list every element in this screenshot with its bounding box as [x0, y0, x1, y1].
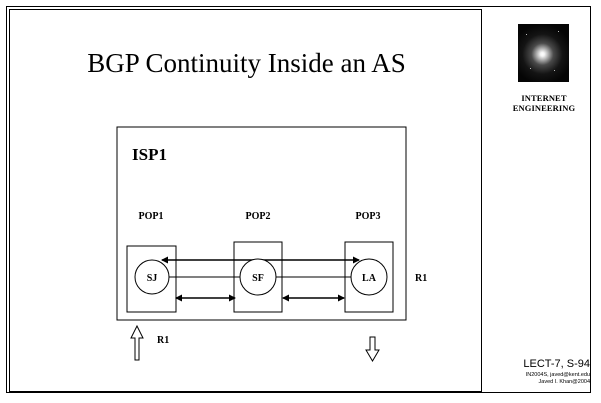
course-caption: INTERNET ENGINEERING — [497, 93, 591, 113]
slide-frame — [6, 6, 591, 393]
r1-right-label: R1 — [415, 273, 427, 284]
router-sf-label: SF — [252, 273, 264, 284]
pop3-label: POP3 — [356, 211, 381, 222]
footer-author: Javed I. Khan@2004 — [538, 379, 590, 385]
main-panel: BGP Continuity Inside an AS — [9, 9, 482, 392]
router-sj — [134, 259, 170, 295]
pop1-box — [126, 245, 177, 313]
hollow-up-arrow-icon — [130, 324, 144, 361]
caption-line-2: ENGINEERING — [512, 103, 576, 113]
router-sf — [239, 258, 277, 296]
slide-number: LECT-7, S-94 — [523, 358, 590, 370]
pop2-label: POP2 — [246, 211, 271, 222]
caption-line-1: INTERNET — [521, 93, 567, 103]
r1-bottom-label: R1 — [157, 335, 169, 346]
slide-title: BGP Continuity Inside an AS — [87, 48, 406, 78]
footer-course-email: IN2004S, javed@kent.edu — [525, 372, 590, 378]
galaxy-image-icon — [518, 24, 569, 82]
as-boundary — [116, 126, 407, 321]
hollow-down-arrow-icon — [365, 336, 380, 362]
router-la-label: LA — [362, 273, 377, 284]
pop1-label: POP1 — [139, 211, 164, 222]
router-sj-label: SJ — [147, 273, 158, 284]
as-label: ISP1 — [132, 145, 167, 164]
router-la — [350, 258, 388, 296]
